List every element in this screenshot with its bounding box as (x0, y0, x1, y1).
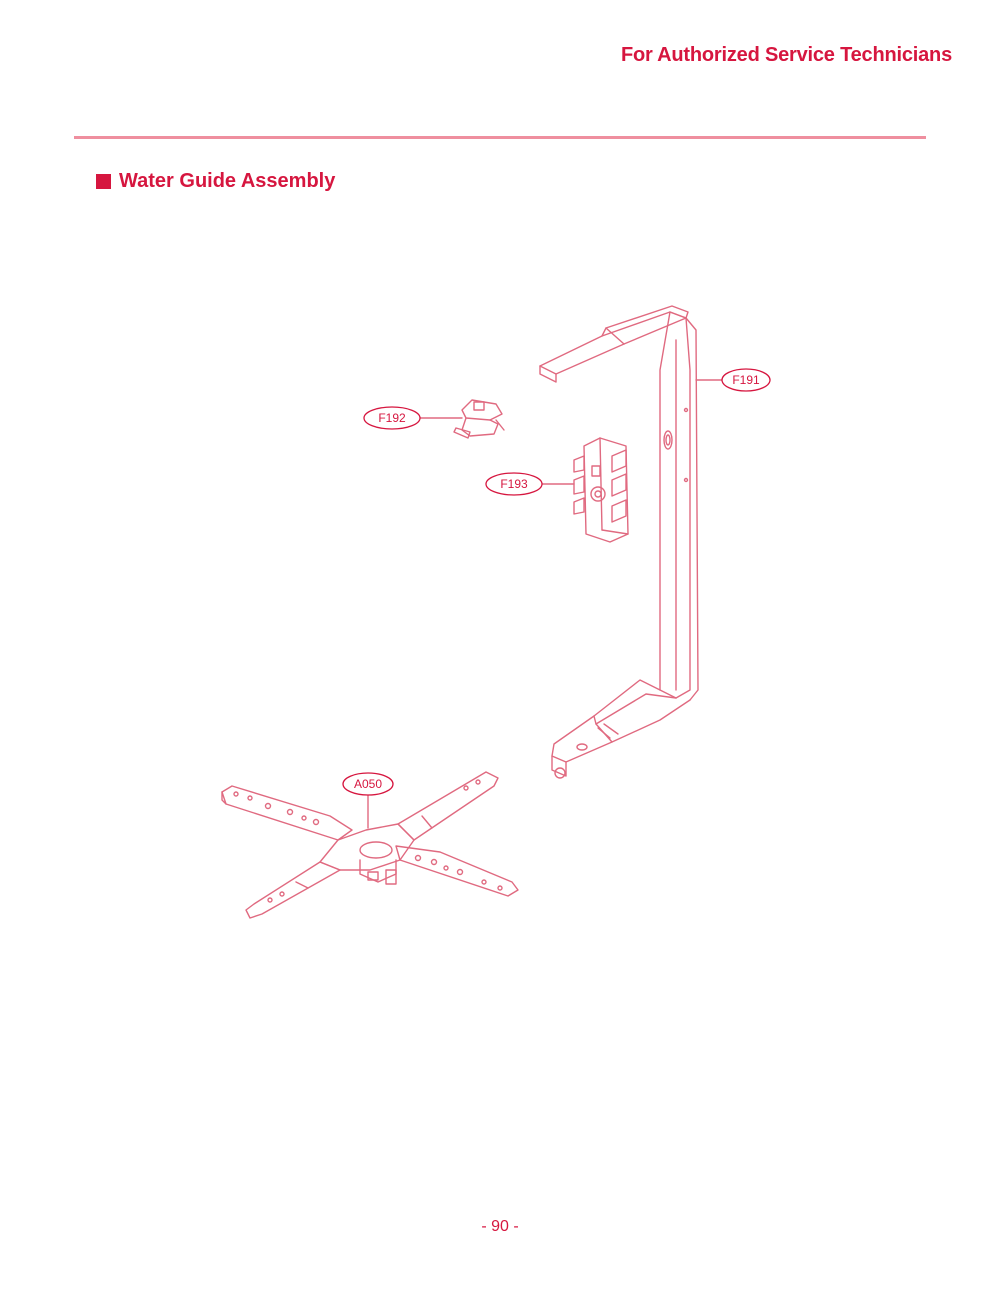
header-divider (74, 136, 926, 139)
callout-f193-label: F193 (500, 477, 528, 491)
water-guide-pipe-part (539, 305, 699, 779)
callout-a050: A050 (342, 772, 394, 796)
callout-f192-label: F192 (378, 411, 406, 425)
callout-f191: F191 (721, 368, 771, 392)
square-bullet-icon (96, 174, 111, 189)
callout-f191-label: F191 (732, 373, 760, 387)
connector-block-part (573, 437, 629, 543)
section-title: Water Guide Assembly (96, 170, 335, 193)
page-number: - 90 - (481, 1218, 519, 1235)
header-text: For Authorized Service Technicians (620, 44, 952, 66)
section-title-text: Water Guide Assembly (119, 170, 336, 192)
spray-arm-part (221, 771, 519, 919)
callout-a050-label: A050 (354, 777, 382, 791)
callout-f193: F193 (485, 472, 543, 496)
clip-part (453, 399, 505, 439)
callout-f192: F192 (363, 406, 421, 430)
